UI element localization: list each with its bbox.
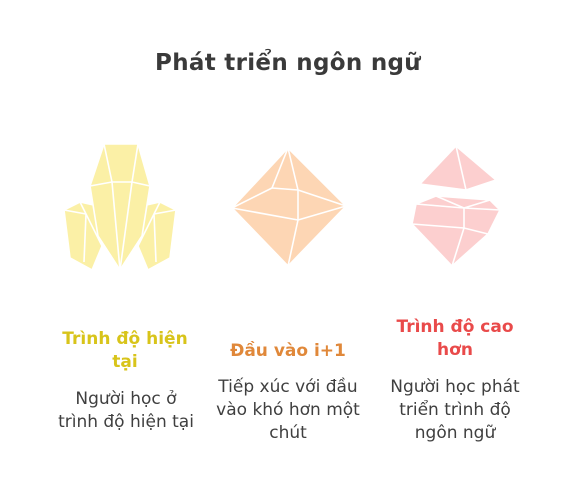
column-title-current-level: Trình độ hiện tại (62, 329, 188, 372)
column-desc-input: Tiếp xúc với đầu vào khó hơn một chút (216, 377, 360, 443)
octahedron-gem-icon (231, 147, 347, 267)
column-title-higher-level: Trình độ cao hơn (396, 317, 514, 360)
column-desc-higher-level: Người học phát triển trình độ ngôn ngữ (390, 377, 520, 443)
column-desc-current-level: Người học ở trình độ hiện tại (58, 389, 194, 432)
diagram-title: Phát triển ngôn ngữ (155, 50, 421, 76)
split-gem-icon (411, 145, 501, 267)
crystal-cluster-icon (63, 143, 177, 271)
column-title-input: Đầu vào i+1 (230, 341, 346, 361)
